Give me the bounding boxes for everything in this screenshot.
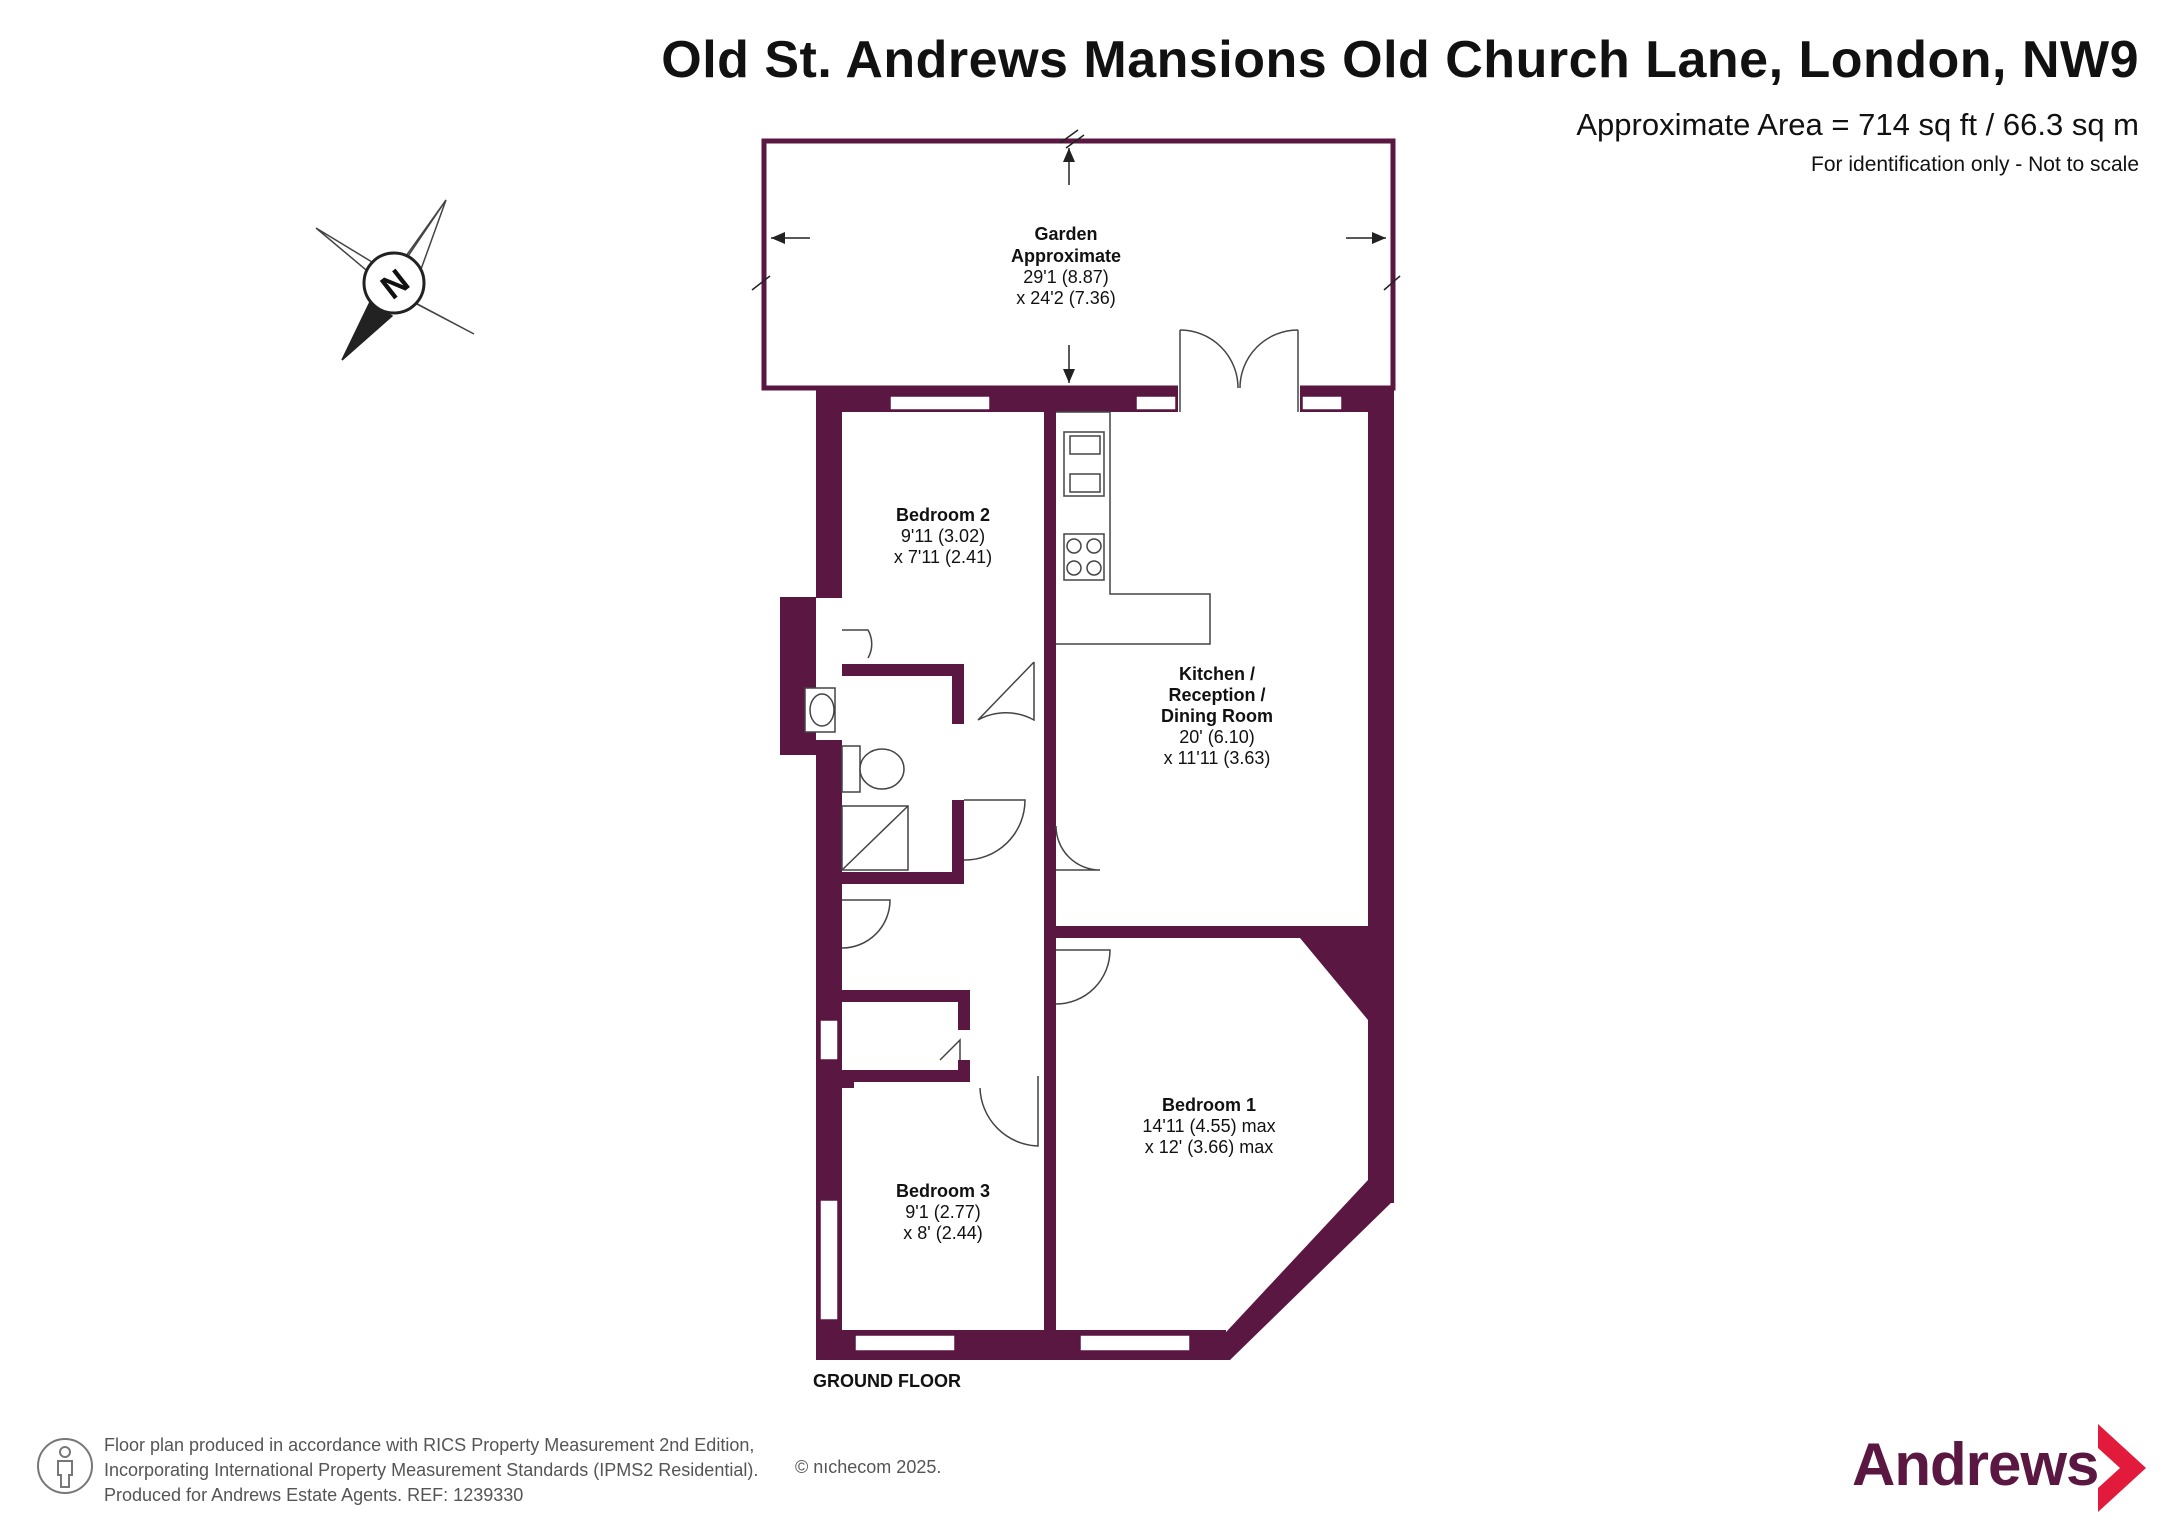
copyright: © nıchecom 2025. [795, 1457, 942, 1477]
interior-doors [841, 629, 1111, 1147]
svg-text:Garden: Garden [1034, 224, 1097, 244]
svg-text:Bedroom 1: Bedroom 1 [1162, 1095, 1256, 1115]
svg-text:x 11'11 (3.63): x 11'11 (3.63) [1164, 748, 1271, 768]
room-kitchen-reception-dining: Kitchen / Reception / Dining Room 20' (6… [1161, 664, 1273, 768]
garden-door [1178, 329, 1300, 412]
svg-text:14'11 (4.55) max: 14'11 (4.55) max [1142, 1116, 1275, 1136]
svg-text:29'1 (8.87): 29'1 (8.87) [1023, 267, 1109, 287]
page-title: Old St. Andrews Mansions Old Church Lane… [661, 31, 2139, 89]
footer-line-1: Floor plan produced in accordance with R… [104, 1435, 755, 1455]
brand-logo-text: Andrews [1852, 1431, 2099, 1498]
svg-text:x 24'2 (7.36): x 24'2 (7.36) [1016, 288, 1116, 308]
svg-text:20' (6.10): 20' (6.10) [1179, 727, 1254, 747]
room-garden: Garden Approximate 29'1 (8.87) x 24'2 (7… [1011, 224, 1121, 308]
floor-label: GROUND FLOOR [813, 1371, 961, 1391]
compass-icon: N [315, 199, 475, 361]
bathroom-fixtures [804, 687, 909, 871]
svg-text:Reception /: Reception / [1168, 685, 1265, 705]
brand-chevron-icon [2098, 1424, 2146, 1512]
svg-text:Dining Room: Dining Room [1161, 706, 1273, 726]
svg-text:x 7'11 (2.41): x 7'11 (2.41) [894, 547, 992, 567]
svg-text:9'1 (2.77): 9'1 (2.77) [905, 1202, 980, 1222]
scale-note: For identification only - Not to scale [1811, 153, 2139, 176]
room-bedroom-2: Bedroom 2 9'11 (3.02) x 7'11 (2.41) [894, 505, 992, 567]
approximate-area: Approximate Area = 714 sq ft / 66.3 sq m [1576, 107, 2139, 142]
svg-text:x 12' (3.66) max: x 12' (3.66) max [1145, 1137, 1274, 1157]
svg-text:9'11 (3.02): 9'11 (3.02) [901, 526, 985, 546]
svg-text:x 8' (2.44): x 8' (2.44) [903, 1223, 982, 1243]
person-icon [37, 1438, 93, 1494]
svg-text:Bedroom 2: Bedroom 2 [896, 505, 990, 525]
svg-text:Approximate: Approximate [1011, 246, 1121, 266]
svg-text:Kitchen /: Kitchen / [1179, 664, 1255, 684]
footer-line-3: Produced for Andrews Estate Agents. REF:… [104, 1485, 524, 1505]
svg-text:Bedroom 3: Bedroom 3 [896, 1181, 990, 1201]
windows [819, 395, 1343, 1352]
footer-line-2: Incorporating International Property Mea… [104, 1460, 759, 1480]
kitchen-units [1056, 411, 1211, 645]
room-bedroom-3: Bedroom 3 9'1 (2.77) x 8' (2.44) [896, 1181, 990, 1243]
room-bedroom-1: Bedroom 1 14'11 (4.55) max x 12' (3.66) … [1142, 1095, 1275, 1157]
footer-notes: Floor plan produced in accordance with R… [104, 1433, 758, 1508]
